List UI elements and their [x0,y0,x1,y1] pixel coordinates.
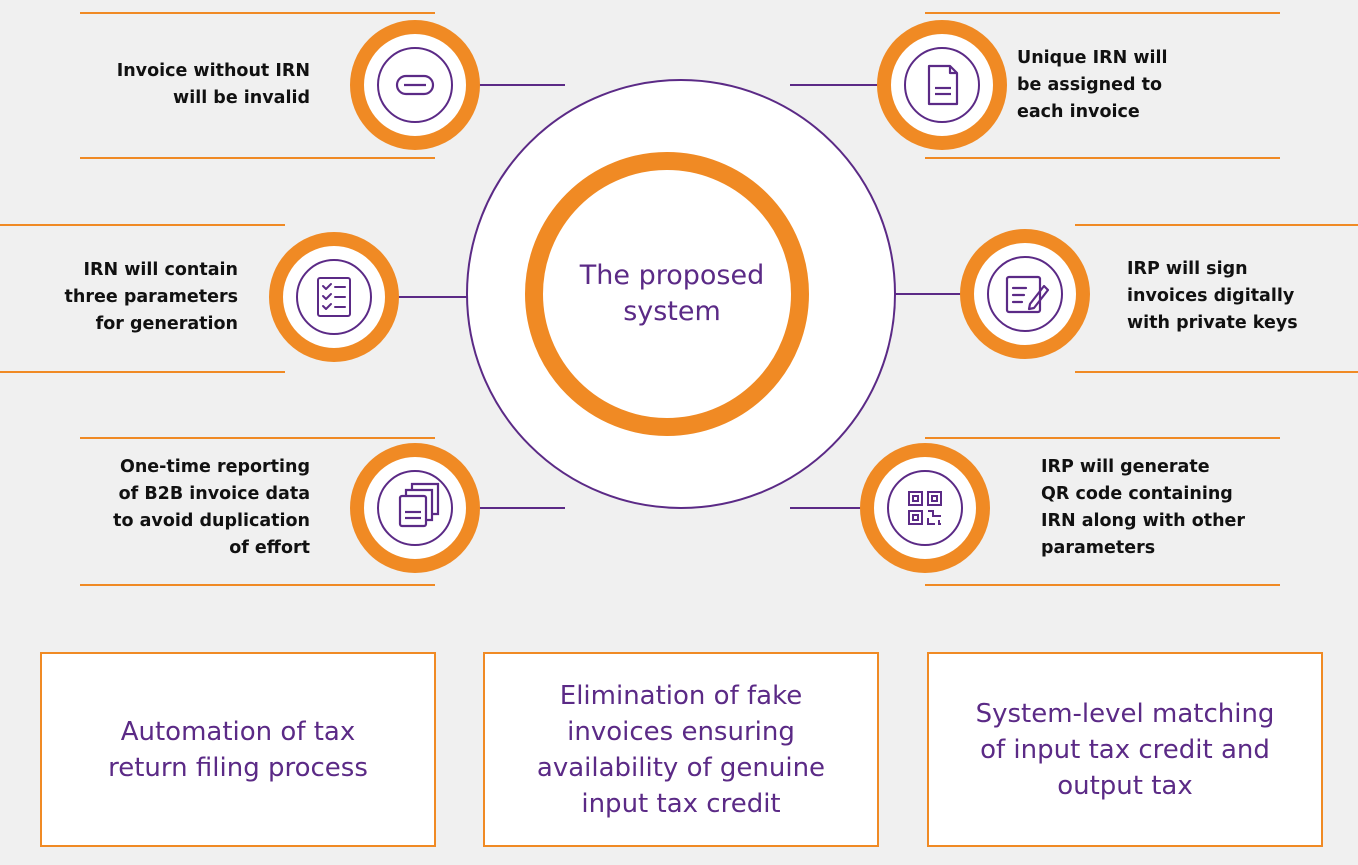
outcome-box-automation: Automation of tax return filing process [40,652,436,847]
signature-icon [1005,275,1050,314]
document-icon [927,64,959,106]
center-title-line: The proposed [579,260,765,291]
center-title-line: system [623,296,721,327]
point-line: of B2B invoice data [118,484,310,504]
outcome-line: System-level matching [975,698,1275,729]
point-text-irn-parameters: IRN will contain three parameters for ge… [20,257,238,338]
minus-icon [395,74,435,96]
point-line: three parameters [64,287,238,307]
node-irn-parameters [269,232,399,362]
qr-code-icon [908,491,942,525]
center-title: The proposed system [540,258,804,330]
point-line: invoices digitally [1127,286,1295,306]
outcome-line: of input tax credit and [980,734,1270,765]
point-line: IRP will generate [1041,457,1210,477]
point-line: One-time reporting [119,457,310,477]
outcome-line: availability of genuine [536,752,826,783]
point-text-irp-sign: IRP will sign invoices digitally with pr… [1127,256,1352,337]
checklist-icon [317,277,351,317]
center-ring [525,152,809,436]
point-line: to avoid duplication [113,511,310,531]
outcome-line: output tax [1057,770,1193,801]
point-line: of effort [229,538,310,558]
node-unique-irn [877,20,1007,150]
point-text-unique-irn: Unique IRN will be assigned to each invo… [1017,45,1257,126]
outcome-line: return filing process [108,752,368,783]
outcome-line: Automation of tax [120,716,356,747]
node-irp-sign [960,229,1090,359]
node-one-time-reporting [350,443,480,573]
point-line: with private keys [1127,313,1298,333]
point-line: IRN will contain [83,260,238,280]
point-text-qr-code: IRP will generate QR code containing IRN… [1041,454,1281,562]
stacked-documents-icon [398,482,440,528]
node-invoice-invalid [350,20,480,150]
point-line: IRN along with other [1041,511,1246,531]
outcome-line: Elimination of fake [559,680,803,711]
node-qr-code [860,443,990,573]
point-line: parameters [1041,538,1156,558]
point-line: each invoice [1017,102,1140,122]
point-line: Invoice without IRN [116,61,310,81]
outcome-line: input tax credit [581,788,781,819]
point-line: be assigned to [1017,75,1162,95]
point-text-one-time-reporting: One-time reporting of B2B invoice data t… [40,454,310,562]
point-line: will be invalid [173,88,310,108]
point-line: IRP will sign [1127,259,1248,279]
point-text-invoice-invalid: Invoice without IRN will be invalid [40,58,310,112]
outcome-box-matching: System-level matching of input tax credi… [927,652,1323,847]
point-line: QR code containing [1041,484,1233,504]
outcome-line: invoices ensuring [567,716,795,747]
outcome-box-fake-invoices: Elimination of fake invoices ensuring av… [483,652,879,847]
point-line: Unique IRN will [1017,48,1168,68]
point-line: for generation [95,314,238,334]
separator-lines [0,12,1358,586]
